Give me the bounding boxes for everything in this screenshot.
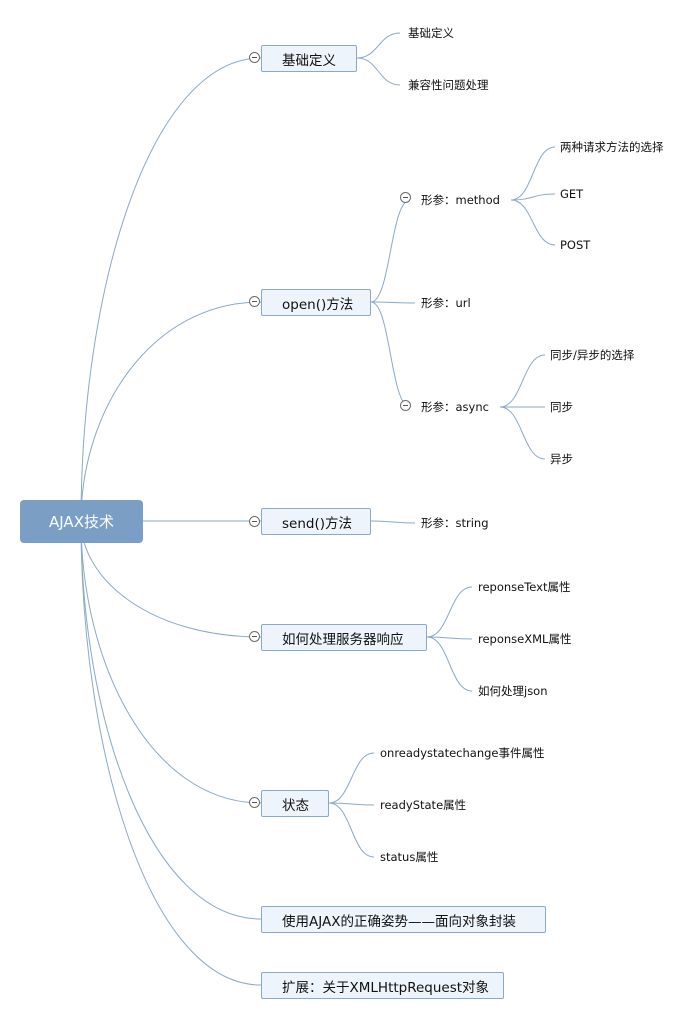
branch-leaf-connector (370, 199, 411, 303)
root-node[interactable]: AJAX技术 (20, 500, 143, 543)
branch-leaf-connector (510, 146, 556, 201)
branch-leaf-connector (356, 32, 401, 59)
leaf-readystate[interactable]: readyState属性 (380, 798, 467, 812)
leaf-get[interactable]: GET (560, 187, 584, 201)
branch-leaf-connector (510, 193, 556, 201)
leaf-status[interactable]: status属性 (380, 850, 439, 864)
root-branch-connector (80, 520, 262, 638)
leaf-method-choice[interactable]: 两种请求方法的选择 (560, 140, 664, 154)
branch-leaf-connector (426, 586, 473, 638)
branch-leaf-connector (510, 199, 556, 246)
branch-leaf-connector (328, 752, 375, 804)
root-branch-connector (80, 57, 262, 522)
leaf-compatibility[interactable]: 兼容性问题处理 (408, 78, 489, 92)
leaf-basic-definition[interactable]: 基础定义 (408, 26, 454, 40)
param-method[interactable]: 形参：method (421, 193, 500, 207)
collapse-minus-icon[interactable] (400, 192, 411, 203)
param-async[interactable]: 形参：async (421, 400, 489, 414)
branch-state[interactable]: 状态 (261, 790, 329, 817)
branch-oop-wrapper[interactable]: 使用AJAX的正确姿势——面向对象封装 (261, 906, 546, 933)
branch-handle-response[interactable]: 如何处理服务器响应 (261, 624, 427, 651)
branch-leaf-connector (426, 636, 473, 640)
collapse-minus-icon[interactable] (249, 797, 260, 808)
branch-leaf-connector (370, 301, 416, 304)
leaf-sync-async-choice[interactable]: 同步/异步的选择 (550, 348, 635, 362)
branch-leaf-connector (328, 802, 375, 806)
branch-label: 如何处理服务器响应 (282, 631, 404, 648)
branch-label: 使用AJAX的正确姿势——面向对象封装 (282, 913, 516, 930)
branch-leaf-connector (426, 636, 473, 692)
leaf-responsetext[interactable]: reponseText属性 (478, 580, 571, 594)
root-branch-connector (80, 520, 262, 804)
branch-send-method[interactable]: send()方法 (261, 508, 371, 535)
branch-label: open()方法 (282, 296, 354, 313)
branch-open-method[interactable]: open()方法 (261, 289, 371, 316)
root-label: AJAX技术 (49, 513, 114, 531)
leaf-responsexml[interactable]: reponseXML属性 (478, 632, 572, 646)
branch-xhr-extension[interactable]: 扩展：关于XMLHttpRequest对象 (261, 972, 504, 999)
leaf-async[interactable]: 异步 (550, 452, 573, 466)
branch-leaf-connector (370, 301, 411, 408)
collapse-minus-icon[interactable] (249, 52, 260, 63)
collapse-minus-icon[interactable] (249, 516, 260, 527)
leaf-sync[interactable]: 同步 (550, 400, 573, 414)
branch-label: 基础定义 (282, 52, 336, 69)
root-branch-connector (80, 520, 262, 920)
leaf-onreadystatechange[interactable]: onreadystatechange事件属性 (380, 746, 545, 760)
branch-label: send()方法 (282, 515, 352, 532)
collapse-minus-icon[interactable] (400, 400, 411, 411)
branch-basic-definition[interactable]: 基础定义 (261, 45, 357, 72)
collapse-minus-icon[interactable] (249, 296, 260, 307)
collapse-minus-icon[interactable] (249, 631, 260, 642)
param-string[interactable]: 形参：string (421, 516, 489, 530)
root-branch-connector (80, 301, 262, 522)
branch-leaf-connector (370, 520, 416, 524)
branch-leaf-connector (499, 354, 546, 408)
leaf-post[interactable]: POST (560, 238, 591, 252)
branch-leaf-connector (328, 802, 375, 858)
param-url[interactable]: 形参：url (421, 296, 471, 310)
branch-label: 状态 (282, 797, 309, 814)
branch-label: 扩展：关于XMLHttpRequest对象 (282, 979, 490, 996)
branch-leaf-connector (499, 406, 546, 460)
leaf-handle-json[interactable]: 如何处理json (478, 684, 548, 698)
branch-leaf-connector (356, 57, 401, 86)
root-branch-connector (80, 520, 262, 986)
